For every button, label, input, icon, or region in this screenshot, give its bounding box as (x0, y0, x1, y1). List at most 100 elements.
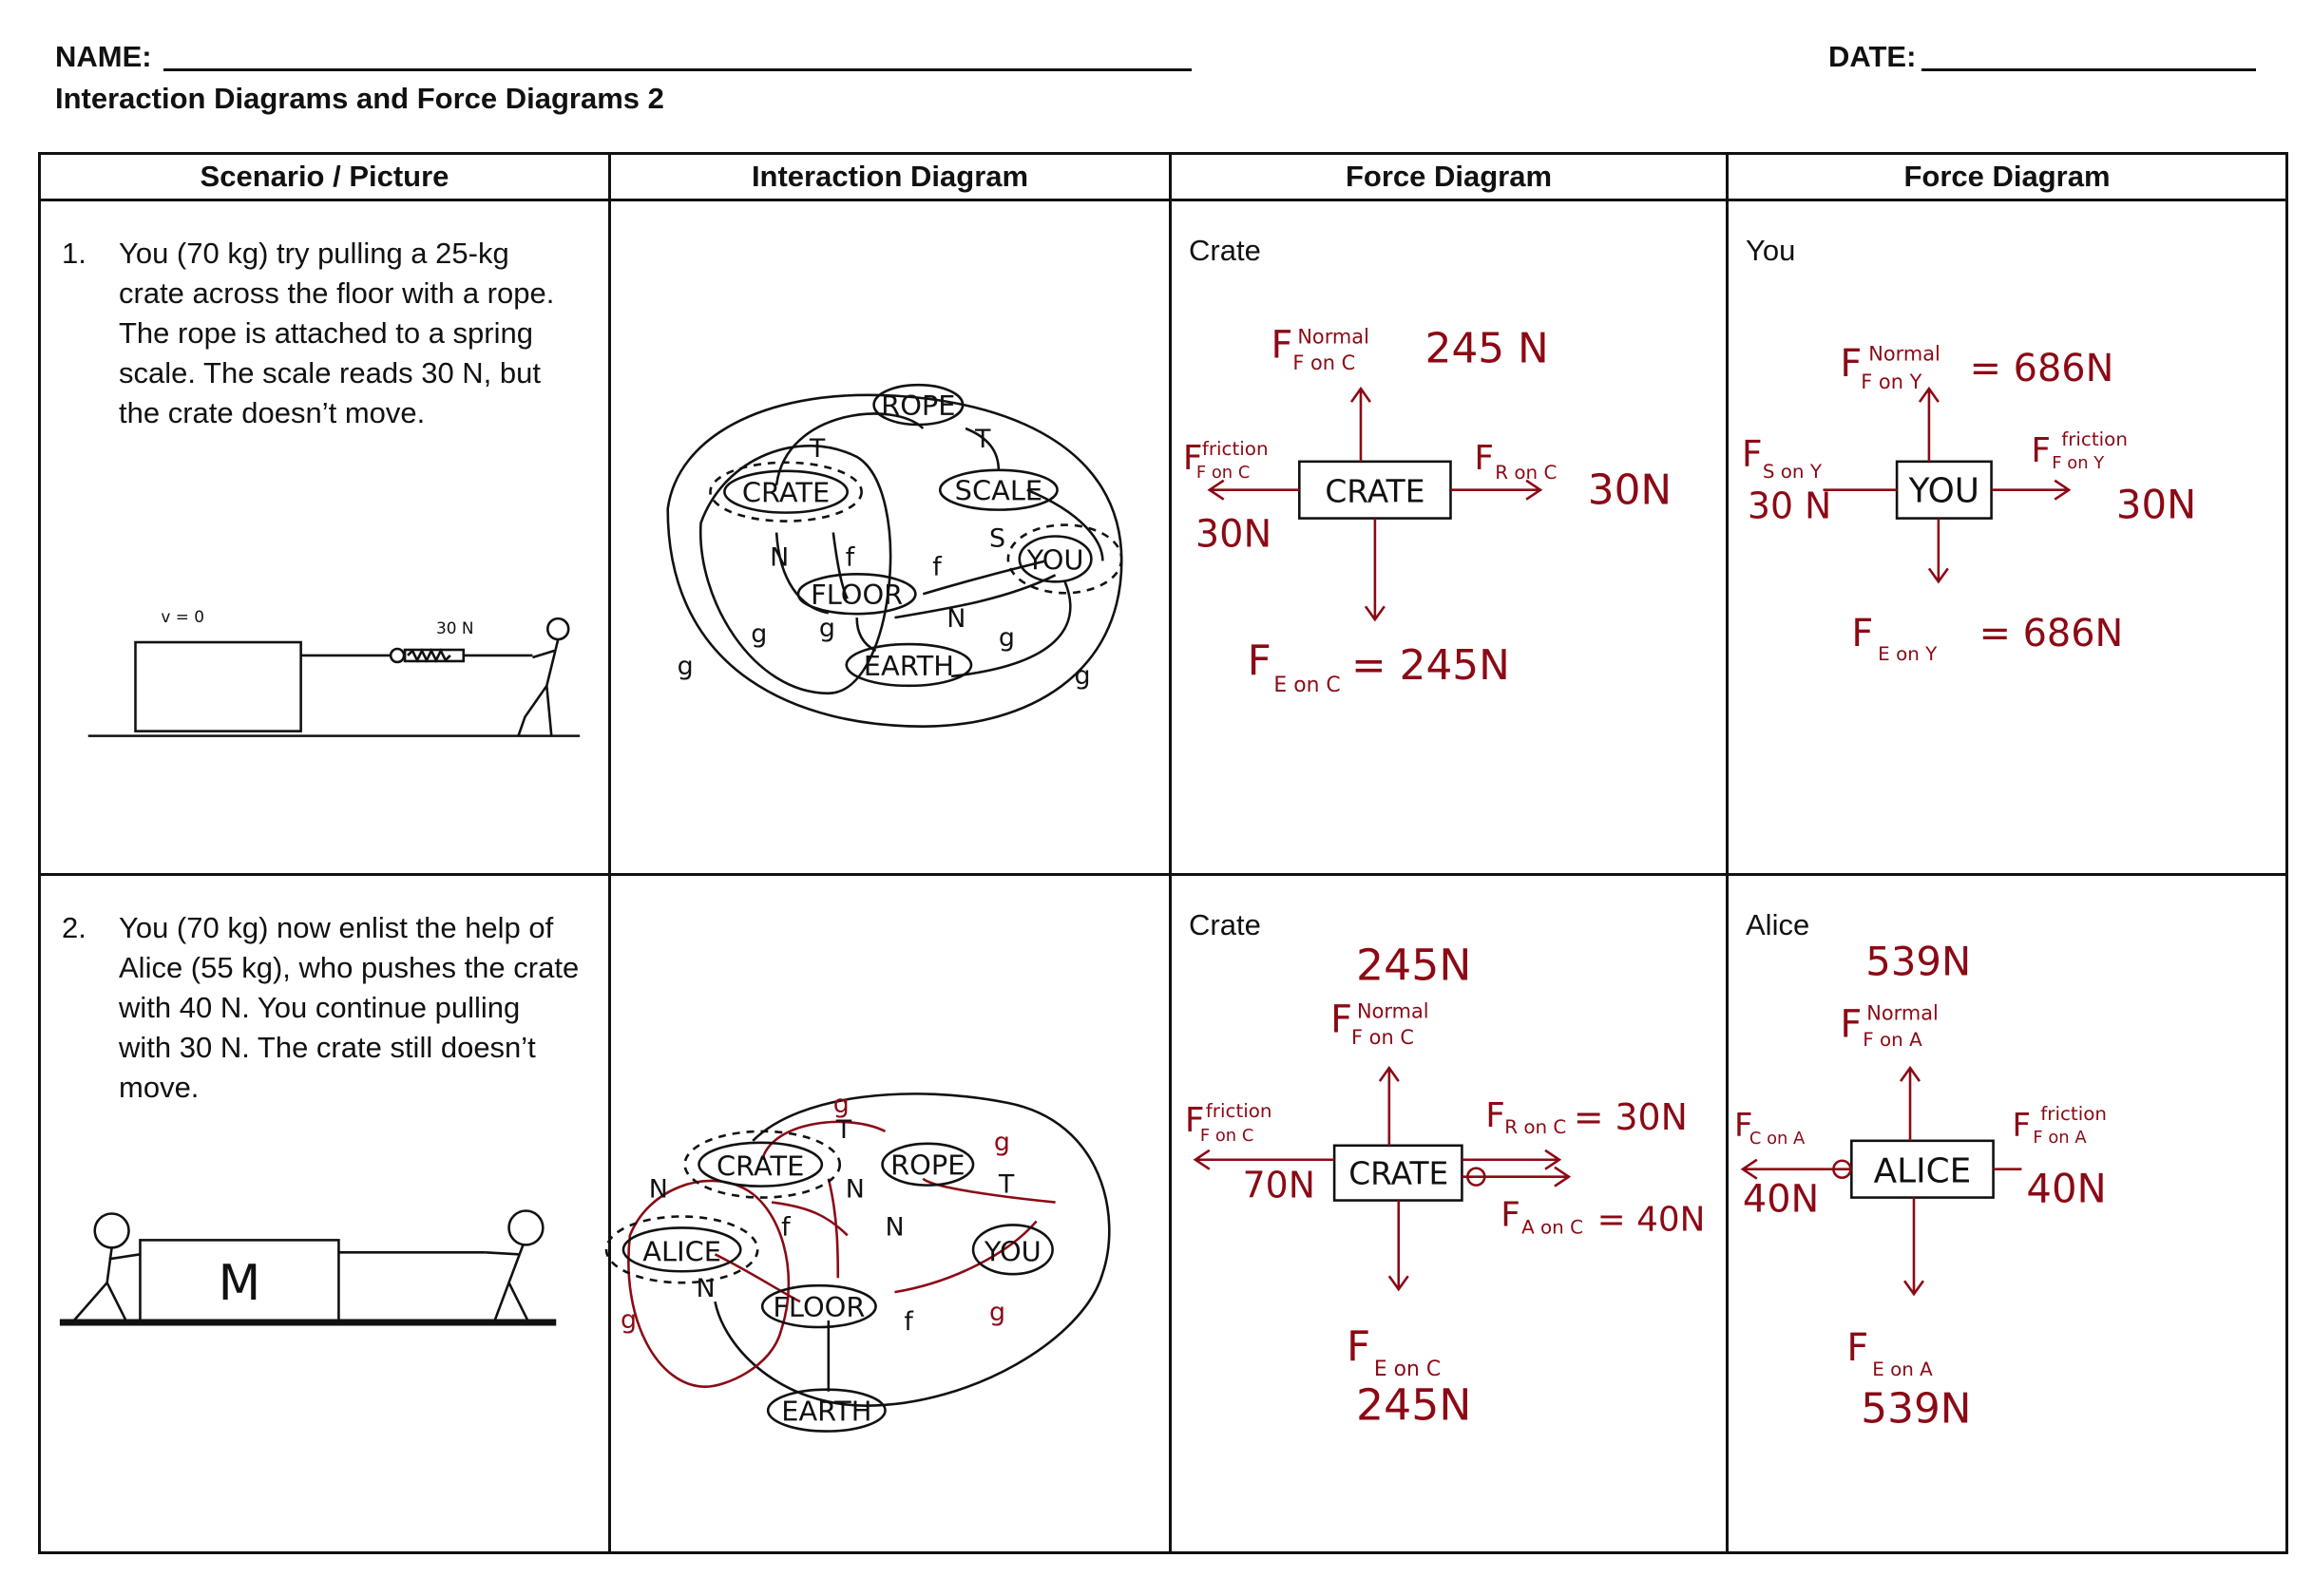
normal-link-alice-floor (714, 1253, 801, 1303)
scenario-cell: 1. You (70 kg) try pulling a 25-kg crate… (38, 199, 611, 876)
force-down-sub: E on C (1273, 674, 1340, 697)
force-left-value: 70N (1243, 1165, 1315, 1206)
force-up-sup: Normal (1868, 342, 1940, 365)
force-right-sup: friction (2040, 1103, 2107, 1125)
friction-link-floor-you (922, 560, 1046, 596)
force-down-value: = 245N (1351, 641, 1510, 690)
arrow-left (1207, 479, 1300, 501)
force-left-sub: S on Y (1763, 461, 1823, 483)
force-down-sub: E on A (1872, 1358, 1933, 1380)
arrow-up (1918, 386, 1940, 462)
velocity-label: v = 0 (161, 607, 204, 626)
label-gravity: g (833, 1090, 850, 1119)
hook-icon (389, 647, 406, 664)
interaction-diagram-cell: ROPE CRATE SCALE FLOOR YOU EARTH T T N f… (608, 199, 1172, 876)
label-tension: T (998, 1170, 1015, 1200)
object-box-label: CRATE (1348, 1156, 1448, 1192)
force-diagram-cell: Alice ALICE 539N F Normal F on A F C on … (1726, 873, 2288, 1554)
spring-coil-icon (407, 648, 451, 663)
label-gravity: g (751, 619, 767, 649)
force-left-F: F (1185, 1101, 1205, 1140)
interaction-diagram-1: ROPE CRATE SCALE FLOOR YOU EARTH T T N f… (666, 383, 1123, 728)
scenario-cell: 2. You (70 kg) now enlist the help of Al… (38, 873, 611, 1554)
worksheet-table: Scenario / Picture Interaction Diagram F… (38, 152, 2288, 1554)
object-box-label: YOU (1908, 472, 1979, 511)
arrow-left (1740, 1158, 1852, 1180)
column-header-force-1: Force Diagram (1169, 152, 1729, 201)
scenario-picture: M (59, 1209, 557, 1326)
force-right-2-value: = 40N (1597, 1200, 1706, 1239)
name-line[interactable] (163, 68, 1192, 71)
label-gravity: g (621, 1305, 637, 1335)
node-rope-label: ROPE (890, 1150, 965, 1182)
node-crate-label: CRATE (742, 477, 830, 509)
friction-link-floor-you (894, 1220, 1038, 1294)
node-you (1018, 535, 1093, 583)
node-you (971, 1224, 1054, 1276)
force-right-F: F (2012, 1107, 2030, 1144)
label-friction: f (932, 552, 942, 581)
scenario-picture: v = 0 30 N (87, 607, 581, 737)
force-up-value: 245 N (1425, 324, 1549, 372)
force-right-value: 30N (2116, 482, 2196, 528)
label-gravity: g (1075, 661, 1091, 691)
force-diagram-label: Crate (1189, 908, 1261, 941)
crate-box-label: M (219, 1255, 261, 1312)
force-up-sup: Normal (1357, 999, 1429, 1022)
force-up-sup: Normal (1866, 1001, 1939, 1024)
you-head-icon (507, 1209, 545, 1246)
force-diagram-crate: CRATE 245N F Normal F on C F friction F … (1185, 940, 1706, 1431)
node-earth (845, 642, 973, 688)
force-diagram-you: YOU F Normal F on Y = 686N F S on Y 30 N… (1742, 342, 2196, 665)
label-spring: S (989, 523, 1005, 553)
force-up-F: F (1330, 998, 1352, 1041)
node-earth-label: EARTH (781, 1396, 871, 1428)
label-tension: T (809, 434, 826, 464)
node-alice (621, 1226, 742, 1273)
alice-body-icon (72, 1247, 141, 1321)
node-scale-label: SCALE (955, 475, 1042, 507)
column-header-scenario: Scenario / Picture (38, 152, 611, 201)
crate-box (134, 640, 302, 732)
force-diagram-cell: You YOU F Normal F on Y = 686N F S on Y … (1726, 199, 2288, 876)
force-diagram-cell: Crate CRATE F Normal F on C 245 N F fric… (1169, 199, 1729, 876)
force-down-F: F (1248, 636, 1271, 685)
force-up-value: 539N (1865, 939, 1971, 985)
force-down-sub: E on Y (1878, 643, 1938, 665)
force-down-value: 245N (1356, 1380, 1472, 1431)
force-up-F: F (1271, 323, 1292, 367)
gravity-loop-alice (627, 1179, 791, 1389)
date-line[interactable] (1921, 68, 2256, 71)
force-left-sup: friction (1202, 438, 1269, 460)
gravity-link-floor-earth (855, 618, 877, 653)
force-left-sub: C on A (1749, 1129, 1806, 1149)
force-up-sub: F on C (1292, 352, 1355, 374)
force-left-value: 40N (1743, 1177, 1819, 1221)
node-scale (938, 468, 1059, 511)
node-alice-label: ALICE (642, 1235, 721, 1267)
label-gravity: g (999, 623, 1015, 653)
force-diagram-alice: ALICE 539N F Normal F on A F C on A 40N … (1734, 939, 2107, 1434)
gravity-link-you-earth (951, 580, 1072, 678)
force-left-sup: friction (1206, 1100, 1272, 1122)
force-down-F: F (1347, 1322, 1370, 1371)
node-floor-label: FLOOR (811, 579, 903, 611)
label-friction: f (781, 1212, 791, 1242)
force-diagram-crate: CRATE F Normal F on C 245 N F friction F… (1183, 323, 1672, 697)
arrow-down (1364, 518, 1386, 622)
force-diagram-cell: Crate CRATE 245N F Normal F on C F frict… (1169, 873, 1729, 1554)
label-normal: N (886, 1212, 905, 1242)
node-crate-label: CRATE (717, 1150, 804, 1183)
system-boundary-alice (604, 1215, 759, 1284)
friction-link-crate-alice (771, 1201, 849, 1237)
gravity-loop-outer (714, 1092, 1111, 1407)
spring-link-scale-you (1026, 488, 1104, 561)
force-down-F: F (1851, 612, 1873, 656)
column-header-force-2: Force Diagram (1726, 152, 2288, 201)
tension-link-rope-you (922, 1177, 1056, 1204)
force-right-value: = 30N (1574, 1096, 1688, 1138)
node-crate (723, 469, 850, 514)
gravity-loop-crate (699, 445, 892, 695)
force-right-sub: R on C (1495, 462, 1557, 484)
arrow-right (1991, 479, 2072, 501)
